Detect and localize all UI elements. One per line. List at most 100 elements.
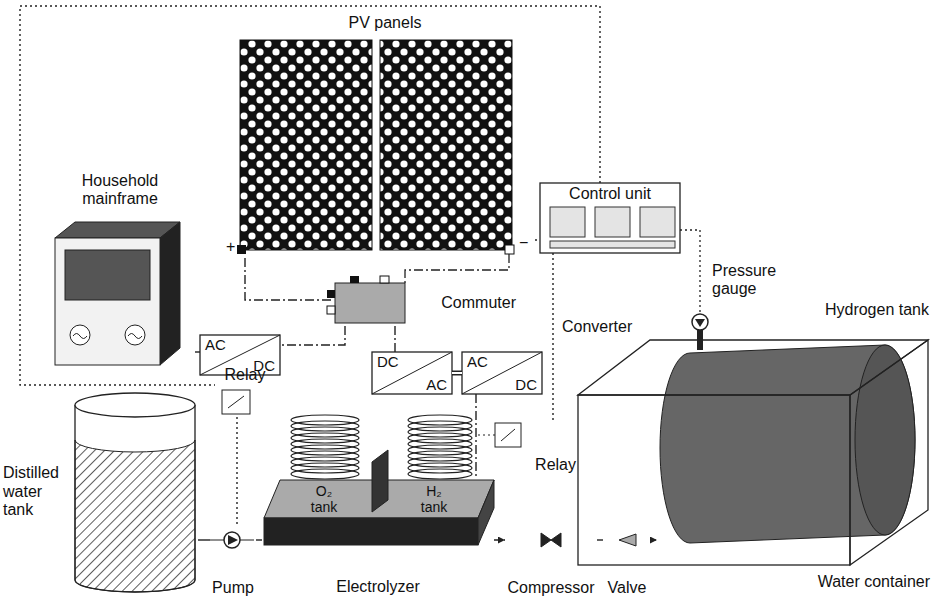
electrode-coil	[408, 427, 472, 437]
part-name: AC	[467, 353, 488, 370]
household-mainframe-figure	[70, 325, 90, 345]
electrode-coil	[291, 415, 359, 425]
relay-symbol	[501, 429, 515, 441]
commuter-figure	[327, 306, 335, 314]
hydrogen-tank-figure	[660, 345, 915, 543]
converter-boxes	[372, 352, 452, 394]
pv-panel: PV panels	[235, 12, 535, 258]
pv-panel-figure	[405, 254, 509, 283]
compressor-symbol	[541, 533, 561, 547]
converter-box: DC AC	[372, 352, 452, 394]
electrode-coil	[291, 421, 359, 431]
household-mainframe-figure	[65, 250, 150, 300]
part-name: Commuter	[441, 294, 516, 312]
part-name: Distilled water tank	[3, 464, 71, 519]
wire-connector	[245, 258, 333, 300]
part-name: Converter	[562, 318, 632, 336]
control-unit-figure	[540, 183, 700, 314]
control-unit-figure	[640, 207, 675, 237]
compressor-symbol: Compressor	[505, 525, 597, 598]
wire-connector	[452, 371, 462, 376]
wire-connector	[494, 540, 505, 541]
water-container-figure	[578, 395, 850, 565]
commuter-figure	[327, 276, 405, 323]
water-container-figure	[578, 340, 928, 565]
part-name: AC	[426, 376, 447, 393]
valve-symbol	[619, 534, 636, 546]
electrode-coil	[291, 445, 359, 455]
relay-symbol: Relay	[490, 420, 578, 476]
pump-symbol	[210, 540, 224, 541]
water-tank-figure	[75, 440, 195, 592]
pump-symbol	[240, 540, 254, 541]
wire-connector	[280, 326, 345, 345]
pressure-gauge-symbol	[692, 314, 708, 350]
part-name: AC	[205, 336, 226, 353]
part-name: O₂ tank	[304, 483, 344, 515]
wire-connector	[198, 540, 210, 541]
part-name: Pressure gauge	[712, 262, 792, 299]
pv-panel-figure	[237, 40, 514, 283]
electrode-coil	[291, 469, 359, 479]
electrode-coil	[291, 433, 359, 443]
part-name: Relay	[535, 456, 576, 474]
wire-connector	[475, 394, 476, 478]
electrode-coil	[408, 463, 472, 473]
pv-panel-figure	[237, 245, 246, 254]
wire-connector	[552, 253, 553, 420]
part-name: Control unit	[569, 185, 651, 203]
household-mainframe-figure	[55, 222, 180, 365]
electrode-coil	[291, 415, 472, 479]
part-name: Household mainframe	[60, 172, 180, 209]
converter-boxes	[372, 352, 452, 394]
pv-panel-figure	[505, 245, 514, 254]
household-mainframe-figure	[125, 325, 145, 345]
part-name: Pump	[212, 579, 254, 597]
part-name: Relay	[225, 366, 266, 384]
household-mainframe-figure	[55, 222, 180, 238]
hydrogen-tank-figure	[855, 345, 915, 535]
converter-boxes	[200, 335, 542, 394]
relay-symbol	[228, 396, 244, 408]
control-unit-figure	[540, 183, 680, 253]
electrode-coil	[408, 469, 472, 479]
hydrogen-tank: Hydrogen tank	[657, 300, 930, 545]
part-name: DC	[377, 353, 399, 370]
water-container: Water containerHydrogen tank	[575, 335, 932, 593]
wire-connector	[195, 352, 200, 353]
wire-connector	[236, 417, 237, 525]
control-unit-figure	[550, 241, 675, 248]
water-container-figure	[578, 340, 928, 395]
relay-symbol	[222, 390, 250, 414]
wire-connector	[650, 540, 657, 541]
wire-connector	[597, 540, 604, 541]
wire-connector	[553, 253, 554, 420]
part-name: Valve	[608, 579, 647, 597]
electrode-coil	[408, 445, 472, 455]
electrolyzer-figure	[264, 450, 494, 545]
electrolyzer-figure	[478, 480, 494, 545]
converter-boxes	[462, 352, 542, 394]
control-unit-figure	[550, 207, 585, 237]
wire-connector	[195, 351, 200, 352]
wire-connector	[256, 540, 262, 541]
terminal-sign: +	[226, 238, 235, 256]
wire-connector	[198, 539, 210, 540]
compressor-symbol	[541, 533, 561, 547]
electrode-coil	[408, 421, 472, 431]
control-unit-figure	[595, 207, 630, 237]
water-tank-figure	[75, 393, 195, 417]
pv-panel-figure	[380, 40, 512, 250]
wire-connector	[237, 417, 238, 525]
relay-symbol	[476, 435, 495, 436]
pv-panel-figure	[240, 40, 372, 250]
part-name: H₂ tank	[414, 483, 454, 515]
control-unit: Control unit	[540, 183, 680, 253]
wire-connector	[597, 539, 604, 540]
gas-tank: O₂ tank	[300, 481, 348, 517]
water-container-figure	[850, 340, 928, 565]
electrode-coil	[291, 457, 359, 467]
valve-symbol	[619, 534, 636, 546]
wire-connector	[256, 539, 262, 540]
wire-connector	[452, 372, 462, 374]
